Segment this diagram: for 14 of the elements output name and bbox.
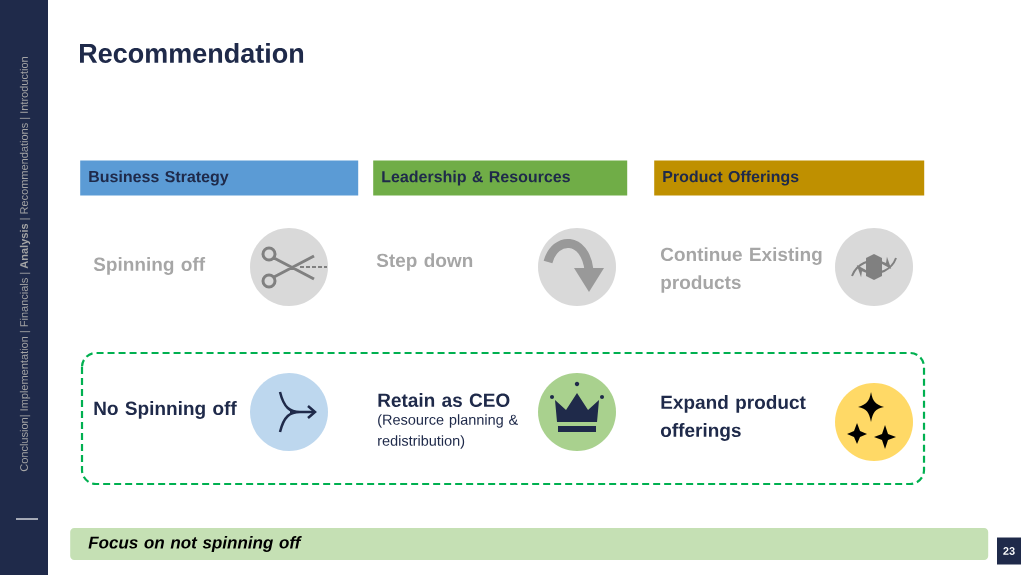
category-header: Product Offerings [654,160,925,196]
option-text: Step down [376,253,473,271]
title: Recommendation [80,43,304,63]
summary-bar: Focus on not spinning off [70,528,989,560]
section-nav: Conclusion| Implementation | Financials | Analysis | Recommendations | Introduction [19,57,31,472]
option-text: Retain as CEO [378,393,510,407]
category-header: Leadership & Resources [373,160,628,196]
option-text: No Spinning off [94,401,237,419]
page-number: 23 [997,537,1021,565]
category-header: Business Strategy [80,160,359,196]
option-text: Spinning off [93,257,206,275]
option-text: Continue Existing products [661,247,822,293]
option-text: Expand product offerings [660,395,806,441]
option-note: (Resource planning & redistribution) [378,414,518,449]
